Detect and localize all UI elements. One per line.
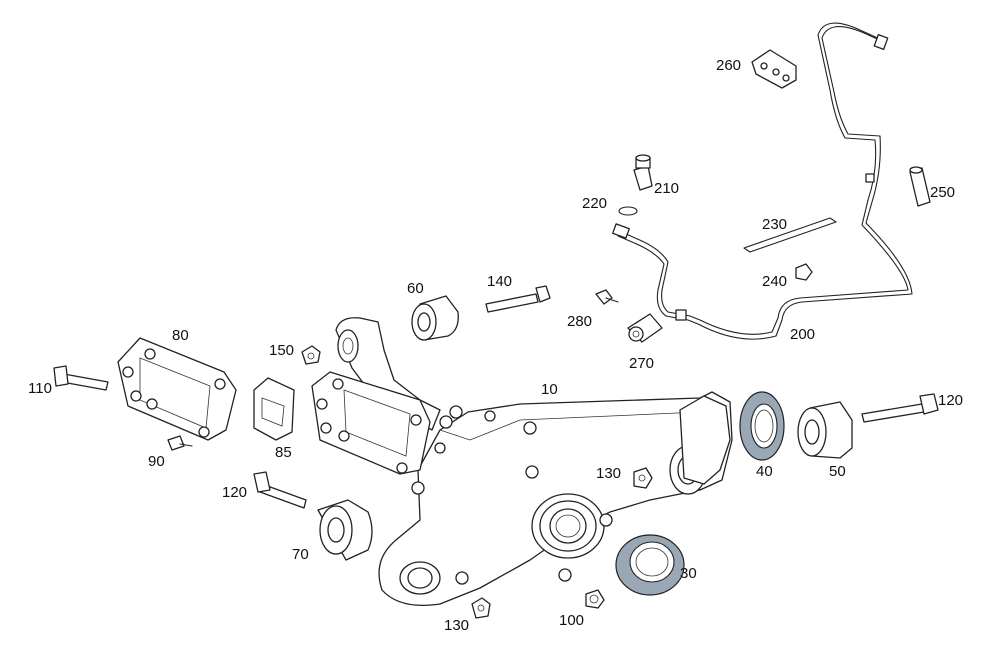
label-120-left: 120 xyxy=(222,484,247,501)
seal-30 xyxy=(615,534,685,596)
label-60: 60 xyxy=(407,280,424,297)
label-220: 220 xyxy=(582,195,607,212)
o-ring-220 xyxy=(618,206,638,216)
nut-150 xyxy=(301,345,321,365)
sleeve-250 xyxy=(909,166,931,207)
banjo-bolt-210 xyxy=(633,154,653,191)
label-210: 210 xyxy=(654,180,679,197)
bolt-120-left xyxy=(253,471,307,509)
label-70: 70 xyxy=(292,546,309,563)
label-40: 40 xyxy=(756,463,773,480)
bushing-70 xyxy=(317,499,373,561)
label-80: 80 xyxy=(172,327,189,344)
bolt-110 xyxy=(53,365,109,391)
label-130-lower: 130 xyxy=(444,617,469,634)
label-130-upper: 130 xyxy=(596,465,621,482)
clamp-270 xyxy=(627,313,663,343)
bushing-60 xyxy=(411,295,459,341)
seal-40 xyxy=(739,391,785,461)
bolt-140 xyxy=(485,285,551,313)
housing-10 xyxy=(311,317,733,607)
vent-line-200 xyxy=(612,22,913,340)
label-240: 240 xyxy=(762,273,787,290)
cooler-80 xyxy=(117,337,237,441)
label-50: 50 xyxy=(829,463,846,480)
clip-260 xyxy=(751,49,797,89)
label-230: 230 xyxy=(762,216,787,233)
label-120-right: 120 xyxy=(938,392,963,409)
label-10: 10 xyxy=(541,381,558,398)
nut-130-lower xyxy=(471,597,491,619)
nut-240 xyxy=(795,263,813,281)
label-200: 200 xyxy=(790,326,815,343)
label-260: 260 xyxy=(716,57,741,74)
nut-130-upper xyxy=(633,467,653,489)
label-150: 150 xyxy=(269,342,294,359)
label-100: 100 xyxy=(559,612,584,629)
label-250: 250 xyxy=(930,184,955,201)
label-90: 90 xyxy=(148,453,165,470)
bolt-280 xyxy=(595,289,619,305)
label-270: 270 xyxy=(629,355,654,372)
label-110: 110 xyxy=(28,380,52,397)
gasket-85 xyxy=(253,377,295,441)
bolt-90 xyxy=(167,435,193,451)
cable-tie-230 xyxy=(743,217,837,253)
label-140: 140 xyxy=(487,273,512,290)
nut-100 xyxy=(585,589,605,609)
label-280: 280 xyxy=(567,313,592,330)
label-30: 30 xyxy=(680,565,697,582)
bushing-50 xyxy=(797,401,853,459)
label-85: 85 xyxy=(275,444,292,461)
bolt-120-right xyxy=(861,393,939,423)
